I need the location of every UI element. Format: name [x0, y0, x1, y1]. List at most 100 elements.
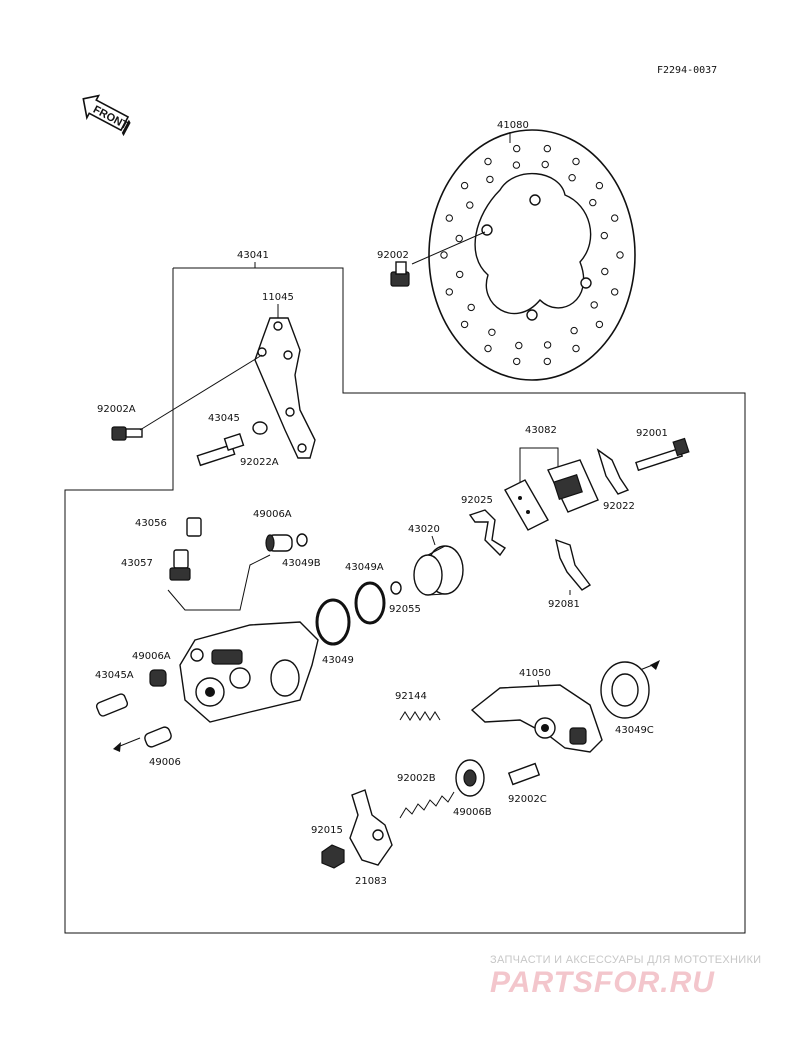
- disc-hole: [543, 144, 551, 153]
- disc-hole: [488, 328, 496, 336]
- label-43049: 43049: [322, 655, 354, 666]
- front-arrow-icon: FRONT: [82, 94, 131, 137]
- dust-seal-43049: [315, 598, 351, 646]
- label-49006A-left: 49006A: [132, 651, 171, 662]
- label-92022A: 92022A: [240, 457, 279, 468]
- brake-pad-inner: [547, 459, 599, 513]
- lever-gasket: [600, 661, 650, 719]
- disc-hole: [513, 357, 521, 366]
- label-43041: 43041: [237, 250, 269, 261]
- label-92002A: 92002A: [97, 404, 136, 415]
- label-92144: 92144: [395, 691, 427, 702]
- label-43045A: 43045A: [95, 670, 134, 681]
- piston-seal-43049A: [354, 581, 386, 625]
- label-92022: 92022: [603, 501, 635, 512]
- disc-hole: [445, 288, 453, 296]
- disc-hole: [572, 157, 580, 166]
- adjuster-stud: [399, 791, 455, 819]
- disc-hole: [543, 341, 552, 349]
- label-92081: 92081: [548, 599, 580, 610]
- caliper-bracket: [254, 317, 316, 459]
- bleeder-valve: [169, 549, 191, 581]
- disc-hole: [467, 303, 475, 312]
- pad-spring: [468, 509, 507, 557]
- bracket-bolt: [111, 426, 143, 441]
- disc-hole: [460, 181, 469, 190]
- return-spring: [399, 711, 441, 721]
- assembly-boundary: [64, 267, 746, 934]
- bushing-top: [265, 534, 293, 552]
- disc-hole: [595, 181, 604, 190]
- bleeder-cap: [186, 517, 202, 537]
- disc-hole: [572, 344, 580, 353]
- label-41050: 41050: [519, 668, 551, 679]
- bushing-49006: [144, 726, 172, 748]
- label-43057: 43057: [121, 558, 153, 569]
- disc-hole: [616, 251, 624, 259]
- disc-hole: [455, 234, 463, 243]
- disc-hole: [611, 214, 619, 222]
- pad-clip: [596, 448, 630, 495]
- disc-hole: [440, 251, 448, 259]
- disc-hole: [590, 301, 598, 309]
- small-seal-43049B: [296, 533, 308, 547]
- pin-washer: [252, 421, 268, 435]
- label-49006: 49006: [149, 757, 181, 768]
- disc-hole: [460, 320, 469, 329]
- brake-disc: [428, 129, 636, 381]
- slide-pin: [196, 432, 245, 467]
- disc-hole: [513, 144, 521, 153]
- adjuster-arm: [349, 789, 393, 866]
- pad-holder: [555, 538, 592, 591]
- disc-hole: [466, 201, 474, 209]
- disc-hole: [601, 267, 609, 276]
- label-43082: 43082: [525, 425, 557, 436]
- brake-pad-outer: [504, 479, 549, 531]
- diagram-code: F2294-0037: [657, 65, 717, 76]
- label-21083: 21083: [355, 876, 387, 887]
- label-43045: 43045: [208, 413, 240, 424]
- small-o-ring: [390, 581, 402, 595]
- caliper-lever: [470, 684, 603, 753]
- disc-hole: [570, 326, 578, 335]
- watermark-brand: PARTSFOR.RU: [490, 966, 715, 999]
- label-43049B: 43049B: [282, 558, 321, 569]
- roller-49006B: [455, 759, 485, 797]
- label-41080: 41080: [497, 120, 529, 131]
- label-43049C: 43049C: [615, 725, 654, 736]
- disc-hole: [445, 214, 453, 222]
- label-49006A-top: 49006A: [253, 509, 292, 520]
- label-92055: 92055: [389, 604, 421, 615]
- slide-pin-43045A: [95, 693, 129, 717]
- caliper-body: [179, 621, 319, 723]
- disc-holes: [440, 144, 624, 366]
- label-92002: 92002: [377, 250, 409, 261]
- lever-bolt: [507, 762, 541, 786]
- disc-hole: [484, 157, 492, 166]
- disc-hole: [589, 198, 597, 207]
- label-43056: 43056: [135, 518, 167, 529]
- disc-hole: [595, 320, 604, 329]
- disc-hole: [486, 175, 494, 184]
- disc-hole: [484, 344, 492, 353]
- pad-pin: [635, 437, 690, 472]
- disc-hole: [611, 288, 619, 296]
- bushing-left: [149, 669, 167, 687]
- nut-92015: [321, 844, 345, 869]
- label-43020: 43020: [408, 524, 440, 535]
- label-92001: 92001: [636, 428, 668, 439]
- label-92002C: 92002C: [508, 794, 547, 805]
- label-92015: 92015: [311, 825, 343, 836]
- disc-hole: [515, 341, 523, 350]
- label-92025: 92025: [461, 495, 493, 506]
- disc-hole: [600, 231, 608, 240]
- disc-hole: [543, 357, 551, 366]
- disc-bolt: [390, 261, 410, 287]
- label-49006B: 49006B: [453, 807, 492, 818]
- disc-hole: [512, 161, 521, 169]
- watermark-caption: ЗАПЧАСТИ И АКСЕССУАРЫ ДЛЯ МОТОТЕХНИКИ: [490, 954, 761, 966]
- label-11045: 11045: [262, 292, 294, 303]
- label-92002B: 92002B: [397, 773, 436, 784]
- disc-hole: [568, 174, 576, 182]
